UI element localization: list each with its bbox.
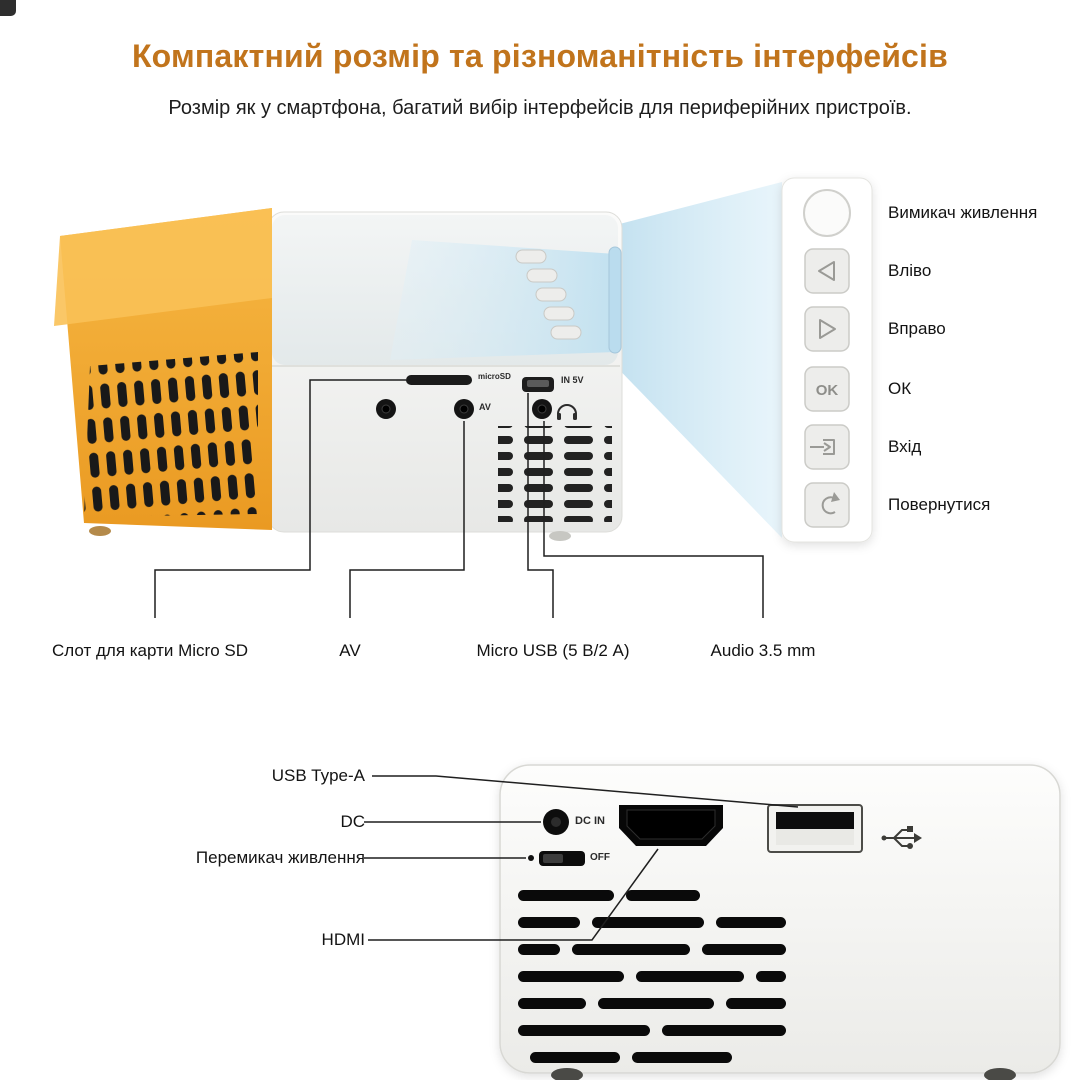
usb-trident-icon [881,826,922,849]
callout-lines-top [154,379,764,618]
left-arrow-icon [818,261,835,281]
page-subtitle: Розмір як у смартфона, багатий вибір інт… [168,97,912,119]
right-button [804,306,850,352]
marking-av: AV [479,402,491,412]
right-arrow-icon [819,319,836,339]
micro-sd-slot [406,375,472,385]
label-av: AV [339,641,361,660]
power-button [803,189,851,237]
projector-top-view: OK [54,177,873,618]
projector-back-view [364,764,1061,1080]
ok-button [804,366,850,412]
marking-in5v: IN 5V [561,375,584,385]
label-return: Повернутися [888,495,991,514]
return-button [804,482,850,528]
marking-dc-in: DC IN [575,815,605,827]
lens-strip [608,246,622,354]
back-vents [518,890,786,1063]
top-buttons [515,249,582,340]
label-micro-sd: Слот для карти Micro SD [52,641,248,660]
input-icon [810,439,835,455]
input-button [804,424,850,470]
hdmi-port [619,805,723,846]
ok-button-text: OK [816,382,839,399]
label-input: Вхід [888,437,922,456]
label-power-switch: Вимикач живлення [888,203,1038,222]
label-hdmi: HDMI [321,930,365,949]
front-vents [498,426,612,522]
label-power-toggle: Перемикач живлення [195,848,365,867]
left-button [804,248,850,294]
label-right: Вправо [888,319,946,338]
remote-buttons: OK [803,189,851,528]
side-vents [84,352,258,517]
label-usb-type-a: USB Type-A [271,766,365,785]
return-icon [821,492,840,515]
label-dc: DC [340,812,365,831]
label-audio: Audio 3.5 mm [710,641,816,660]
marking-microsd: microSD [478,372,511,381]
label-micro-usb: Micro USB (5 В/2 А) [476,641,630,660]
marking-off: OFF [590,852,610,863]
callout-lines-bottom [364,775,799,941]
page-title: Компактний розмір та різноманітність інт… [131,38,949,74]
label-ok: ОК [888,379,912,398]
usb-port [767,804,863,853]
corner-mark [0,0,16,16]
headphone-icon [557,404,577,420]
label-left: Вліво [888,261,932,280]
